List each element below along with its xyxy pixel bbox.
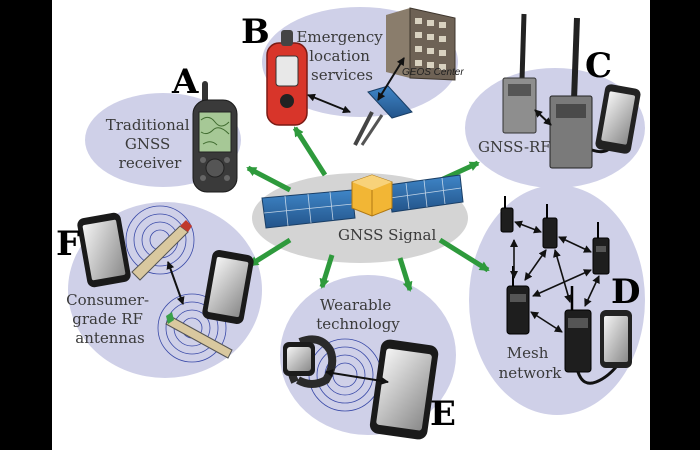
building-label: GEOS Center xyxy=(402,67,464,78)
arrow-to-d xyxy=(438,237,490,273)
mesh-links xyxy=(510,220,600,333)
center-label: GNSS Signal xyxy=(338,226,436,244)
arrow-to-f xyxy=(248,237,292,268)
letter-e: E xyxy=(430,394,456,434)
wearable-link xyxy=(325,369,389,385)
letter-a: A xyxy=(171,62,199,102)
handheld-gnss-icon xyxy=(192,81,238,193)
arrow-to-a xyxy=(246,165,292,193)
phone-icon-f-top xyxy=(77,212,131,288)
antenna-link xyxy=(166,261,185,305)
arrow-to-e-left xyxy=(319,254,335,289)
antenna-dongle-icon-bottom xyxy=(165,312,233,359)
emergency-links xyxy=(307,57,405,114)
phone-icon-e xyxy=(369,339,439,440)
label-e: Wearable technology xyxy=(316,296,400,333)
mesh-radios-icon xyxy=(500,196,632,385)
satellite-icon xyxy=(261,174,464,229)
phone-icon-f-bottom xyxy=(202,249,254,325)
label-d: Mesh network xyxy=(499,344,563,382)
arrow-to-e-right xyxy=(397,257,413,292)
label-b: Emergency location services xyxy=(296,28,387,84)
label-f: Consumer- grade RF antennas xyxy=(66,291,154,347)
arrow-to-b xyxy=(292,126,328,177)
letter-d: D xyxy=(611,272,640,312)
personal-locator-icon xyxy=(266,30,308,126)
letter-c: C xyxy=(585,46,612,86)
antenna-dongle-icon-top xyxy=(131,220,192,281)
label-c: GNSS-RF xyxy=(478,138,551,156)
signal-arrows xyxy=(246,126,490,292)
letter-f: F xyxy=(56,224,80,264)
radio-collar-icon xyxy=(502,13,641,169)
label-a: Traditional GNSS receiver xyxy=(106,116,195,172)
gnss-rf-link xyxy=(534,109,552,126)
smartwatch-icon xyxy=(283,335,337,388)
letter-b: B xyxy=(241,12,270,52)
